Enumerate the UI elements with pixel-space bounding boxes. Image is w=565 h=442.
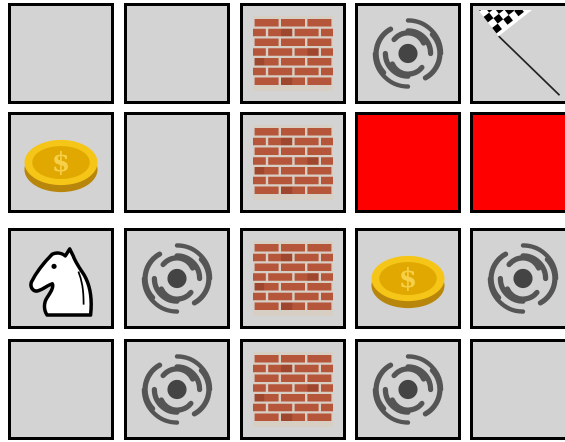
brick-wall-icon: [253, 241, 333, 316]
board-cell-empty[interactable]: [124, 3, 230, 104]
board-cell-empty[interactable]: [8, 3, 114, 104]
vortex-icon: [477, 235, 565, 322]
vortex-icon: [131, 235, 223, 322]
board-cell-vortex[interactable]: [124, 339, 230, 440]
vortex-icon: [131, 346, 223, 433]
board-cell-empty[interactable]: [8, 339, 114, 440]
board-cell-knight[interactable]: [8, 228, 114, 329]
vortex-icon: [362, 10, 454, 97]
vortex-icon: [362, 346, 454, 433]
board-cell-brick-wall[interactable]: [240, 112, 346, 213]
board-cell-gold-coin[interactable]: [355, 228, 461, 329]
board-cell-vortex[interactable]: [470, 228, 565, 329]
gold-coin-icon: [362, 235, 454, 322]
board-cell-vortex[interactable]: [355, 3, 461, 104]
board-cell-brick-wall[interactable]: [240, 3, 346, 104]
board-cell-empty[interactable]: [124, 112, 230, 213]
board-cell-vortex[interactable]: [124, 228, 230, 329]
board-cell-red-block[interactable]: [470, 112, 565, 213]
gold-coin-icon: [15, 119, 107, 206]
checkered-flag-icon: [477, 10, 565, 97]
knight-icon: [15, 235, 107, 322]
board-cell-empty[interactable]: [470, 339, 565, 440]
board-cell-red-block[interactable]: [355, 112, 461, 213]
board-cell-brick-wall[interactable]: [240, 228, 346, 329]
board-cell-vortex[interactable]: [355, 339, 461, 440]
brick-wall-icon: [253, 125, 333, 200]
board-cell-gold-coin[interactable]: [8, 112, 114, 213]
board-cell-brick-wall[interactable]: [240, 339, 346, 440]
brick-wall-icon: [253, 16, 333, 91]
brick-wall-icon: [253, 352, 333, 427]
board-cell-finish-flag[interactable]: [470, 3, 565, 104]
